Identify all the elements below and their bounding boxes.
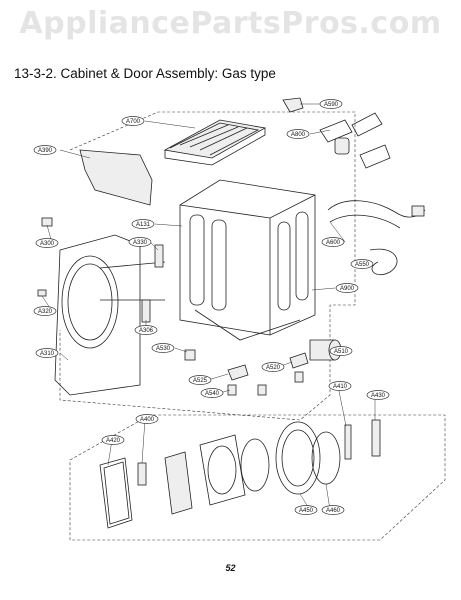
callout-label: A700 <box>126 119 141 125</box>
callout-a400: A400 <box>135 414 159 424</box>
bracket-part-a520 <box>289 352 309 369</box>
callout-label: A550 <box>355 262 370 268</box>
callout-label: A525 <box>193 378 208 384</box>
callout-label: A306 <box>139 328 154 334</box>
hinge-part-a410 <box>344 424 352 460</box>
callout-label: A420 <box>106 438 121 444</box>
callout-label: A390 <box>38 148 53 154</box>
callout-label: A530 <box>156 346 171 352</box>
wire-harness-part <box>327 200 426 229</box>
gas-valve-part <box>319 112 391 169</box>
callout-a306: A306 <box>134 325 158 335</box>
callout-a310: A310 <box>35 348 59 358</box>
callout-label: A400 <box>140 417 155 423</box>
door-frame-part-a420 <box>99 457 133 529</box>
bracket-part-a300 <box>154 244 164 268</box>
door-glass-part <box>164 451 193 515</box>
watermark-logo: AppliancePartsPros.com <box>19 6 442 41</box>
callout-a600: A600 <box>321 237 345 247</box>
callout-a320: A320 <box>33 306 57 316</box>
callout-a450: A450 <box>294 505 318 515</box>
brace-lines <box>99 261 166 301</box>
callout-a590: A590 <box>319 99 343 109</box>
callout-label: A800 <box>291 132 306 138</box>
callout-a900: A900 <box>335 283 359 293</box>
page-number: 52 <box>225 563 236 573</box>
callout-label: A510 <box>334 349 349 355</box>
callout-a525: A525 <box>188 375 212 385</box>
callout-label: A900 <box>340 286 355 292</box>
rear-bracket-part <box>79 149 153 206</box>
callout-label: A131 <box>136 222 151 228</box>
callout-label: A520 <box>266 365 281 371</box>
callout-a520: A520 <box>261 362 285 372</box>
callout-a430: A430 <box>366 390 390 400</box>
power-cord-part <box>369 248 398 276</box>
callout-a550: A550 <box>350 259 374 269</box>
latch-part-a430 <box>371 419 381 457</box>
door-inner-frame-part <box>199 434 246 506</box>
callout-label: A330 <box>133 240 148 246</box>
bracket-part-a525 <box>227 364 249 381</box>
callout-label: A600 <box>326 240 341 246</box>
door-enclosure-outline <box>69 414 446 541</box>
callout-label: A300 <box>40 241 55 247</box>
callout-label: A590 <box>324 102 339 108</box>
cabinet-body-part <box>179 179 316 341</box>
callout-a800: A800 <box>286 129 310 139</box>
callout-a510: A510 <box>329 346 353 356</box>
callout-label: A310 <box>40 351 55 357</box>
door-ring-part <box>311 431 341 485</box>
callout-a540: A540 <box>200 388 224 398</box>
callout-label: A430 <box>371 393 386 399</box>
callout-label: A540 <box>205 391 220 397</box>
top-tray-part <box>163 119 267 166</box>
clip-part-a330 <box>41 217 53 227</box>
callout-a390: A390 <box>33 145 57 155</box>
callout-a530: A530 <box>151 343 175 353</box>
bracket-part-a590 <box>282 97 304 113</box>
bracket-part-a306 <box>141 299 151 323</box>
callout-label: A450 <box>299 508 314 514</box>
clip-part-a320 <box>37 289 47 297</box>
hinge-part <box>137 462 147 486</box>
door-gasket-part <box>240 438 270 492</box>
callout-a420: A420 <box>101 435 125 445</box>
callout-a410: A410 <box>328 381 352 391</box>
callout-a700: A700 <box>121 116 145 126</box>
callout-label: A320 <box>38 309 53 315</box>
callout-label: A410 <box>333 384 348 390</box>
callout-a300: A300 <box>35 238 59 248</box>
callout-label: A460 <box>326 508 341 514</box>
callout-a330: A330 <box>128 237 152 247</box>
callout-a131: A131 <box>131 219 155 229</box>
callout-a460: A460 <box>321 505 345 515</box>
diagram-title: 13-3-2. Cabinet & Door Assembly: Gas typ… <box>14 66 276 81</box>
leveling-feet <box>184 349 304 396</box>
door-outer-frame-part <box>275 421 321 495</box>
front-panel-part <box>54 234 141 396</box>
cabinet-enclosure-outline <box>59 111 356 421</box>
